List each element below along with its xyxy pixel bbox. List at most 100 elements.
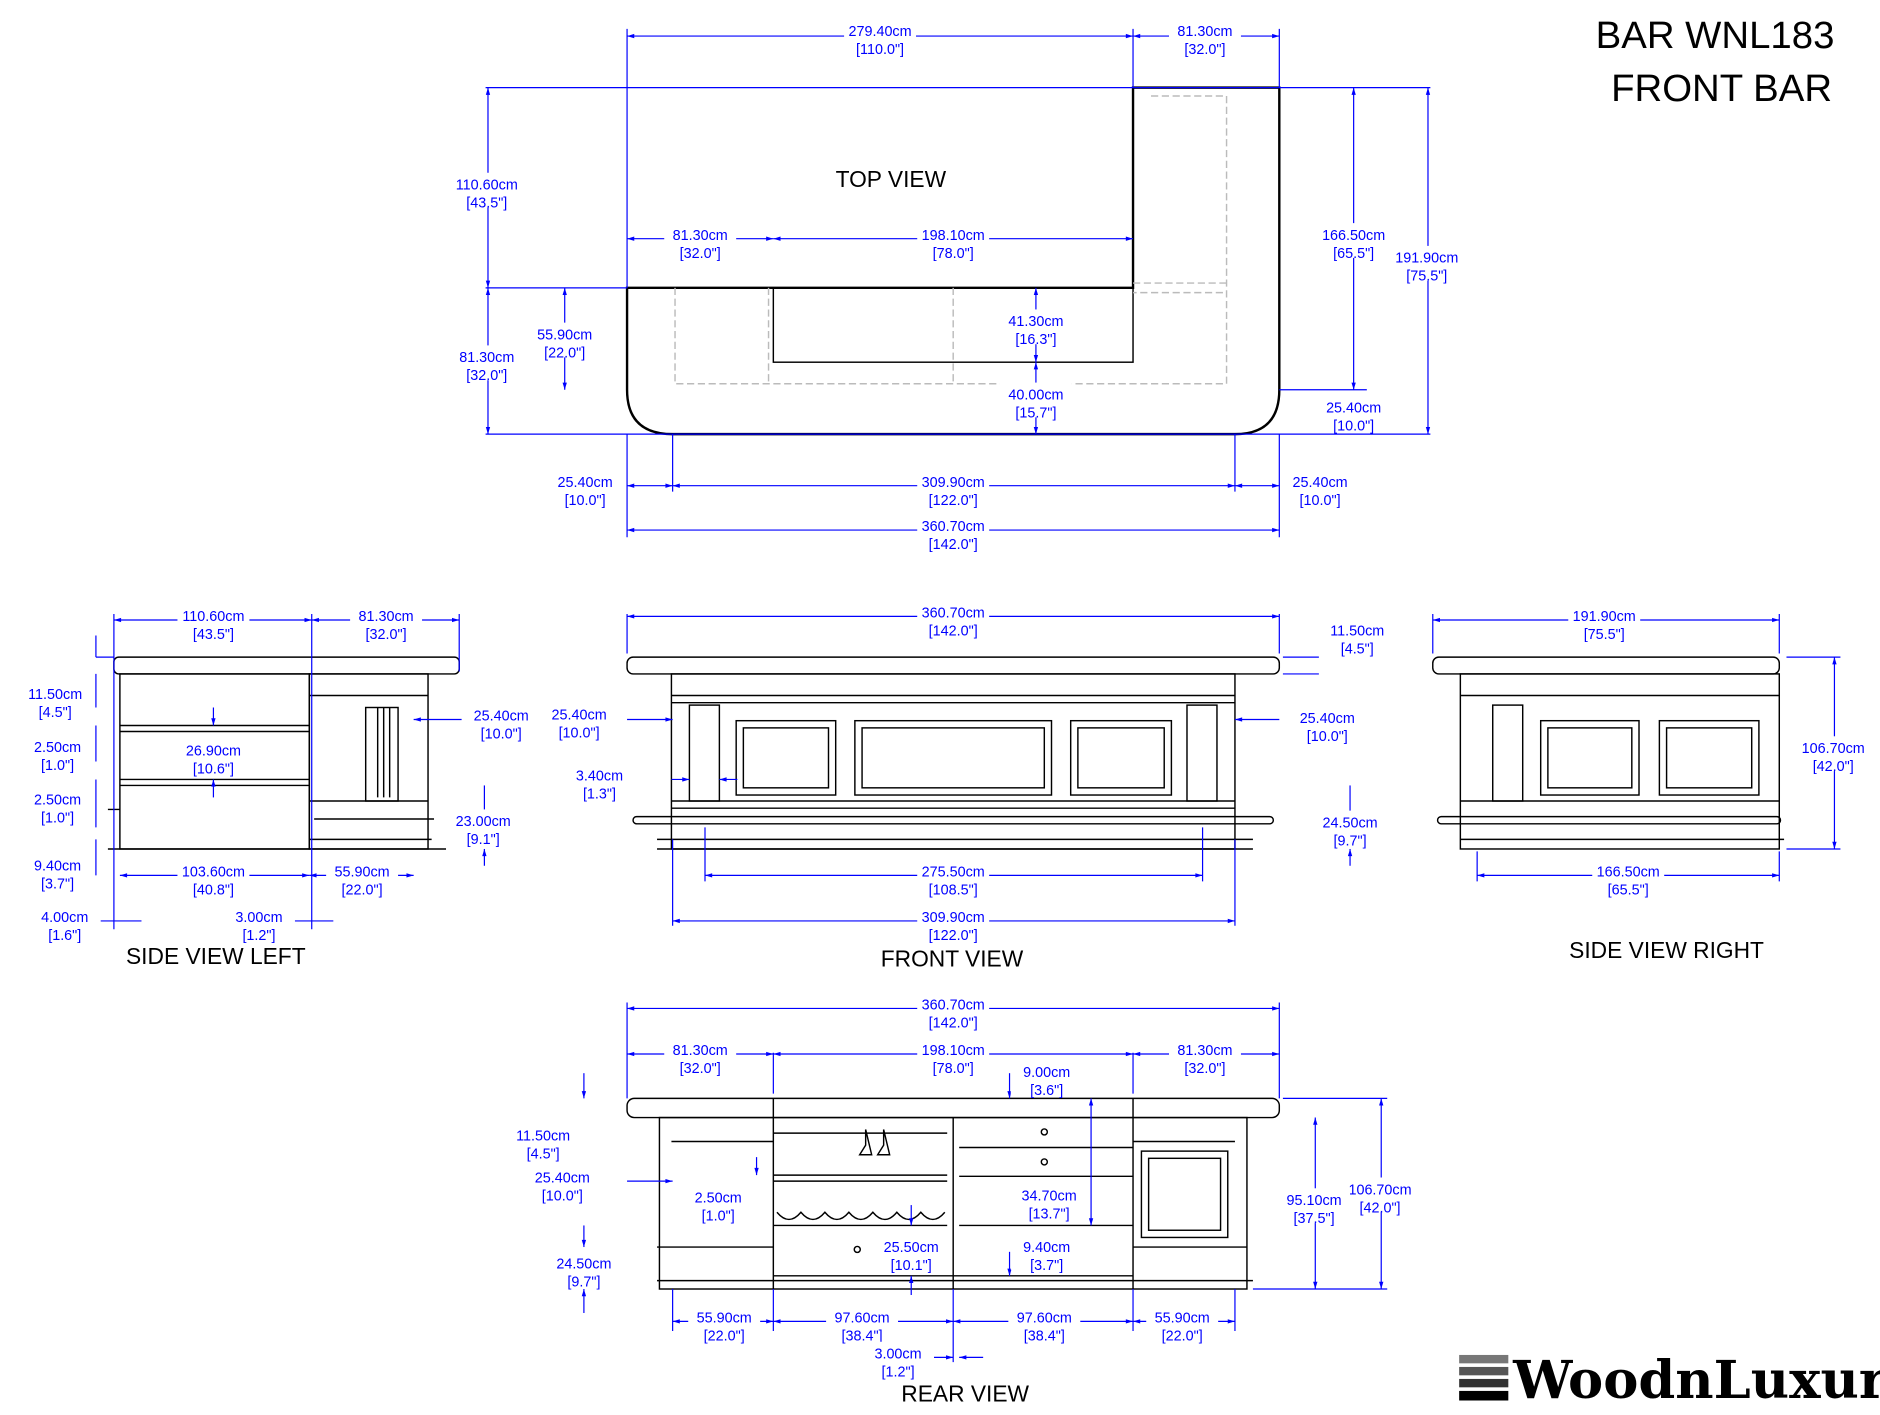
dimension-cm: 25.40cm — [558, 475, 613, 491]
dimension-label-bg — [1010, 1060, 1083, 1095]
dimension-label-bg — [917, 223, 990, 258]
dimension-inch: [122.0"] — [929, 928, 978, 944]
dimension-cm: 11.50cm — [516, 1128, 570, 1144]
dimension-inch: [22.0"] — [1162, 1329, 1203, 1345]
dimension-label-bg — [917, 905, 990, 941]
dimension-label-bg — [21, 787, 94, 823]
dimension-label-bg — [875, 1235, 948, 1270]
dimension-inch: [10.0"] — [542, 1188, 583, 1204]
dimension-inch: [9.7"] — [567, 1275, 600, 1291]
dimension-label-bg — [682, 1185, 755, 1221]
dimension-cm: 40.00cm — [1008, 387, 1063, 403]
dimension-cm: 81.30cm — [1177, 24, 1232, 40]
dimension-label-bg — [177, 738, 250, 774]
dimension-inch: [16.3"] — [1015, 332, 1056, 348]
dimension-cm: 97.60cm — [1017, 1311, 1072, 1327]
dimension-label-bg — [1317, 395, 1390, 431]
dimension-cm: 25.40cm — [1293, 475, 1348, 491]
dimension-cm: 3.00cm — [235, 910, 282, 926]
dimension-cm: 55.90cm — [697, 1311, 752, 1327]
dimension-label-bg — [1797, 736, 1870, 772]
dimension-cm: 309.90cm — [922, 910, 985, 926]
woodnluxury-logo: WoodnLuxury — [1459, 1349, 1880, 1411]
dimension-label-bg — [1008, 1305, 1081, 1341]
dimension-cm: 55.90cm — [1155, 1311, 1210, 1327]
dimension-label-bg — [1321, 618, 1394, 654]
dimension-label-bg — [1169, 1038, 1241, 1074]
logo-text: WoodnLuxury — [1512, 1349, 1880, 1411]
dimension-inch: [122.0"] — [929, 493, 978, 509]
dimension-label-bg — [917, 859, 990, 895]
dimension-label-bg — [1390, 245, 1463, 281]
dimension-inch: [43.5"] — [466, 196, 507, 212]
dimension-cm: 360.70cm — [922, 998, 985, 1014]
rear-view-label: REAR VIEW — [901, 1381, 1029, 1407]
dimension-label-bg — [21, 735, 94, 770]
dimension-label-bg — [543, 702, 616, 738]
dimension-inch: [75.5"] — [1406, 269, 1447, 285]
dimension-inch: [3.7"] — [1030, 1258, 1063, 1274]
dimension-inch: [142.0"] — [929, 624, 978, 640]
dimension-inch: [22.0"] — [342, 883, 383, 899]
dimension-inch: [1.2"] — [242, 928, 275, 944]
dimension-label-bg — [223, 905, 295, 941]
dimension-inch: [1.6"] — [48, 928, 81, 944]
drawing-title: BAR WNL183 — [1596, 14, 1835, 57]
dimension-inch: [142.0"] — [929, 1016, 978, 1032]
dimension-cm: 25.50cm — [884, 1240, 939, 1256]
dimension-label-bg — [1291, 706, 1364, 742]
dimension-label-bg — [917, 514, 990, 550]
dimension-inch: [32.0"] — [366, 627, 407, 643]
dimension-label-bg — [1568, 604, 1641, 640]
dimension-inch: [78.0"] — [933, 1061, 974, 1077]
dimension-label-bg — [450, 172, 523, 208]
dimension-label-bg — [350, 604, 423, 640]
dimension-label-bg — [1284, 470, 1357, 505]
dimension-label-bg — [664, 223, 737, 258]
dimension-cm: 81.30cm — [673, 1043, 728, 1059]
dimension-cm: 360.70cm — [922, 606, 985, 622]
dimension-label-bg — [21, 853, 94, 889]
dimension-inch: [65.5"] — [1333, 246, 1374, 262]
side-view-left-label: SIDE VIEW LEFT — [126, 943, 306, 969]
dimension-label-bg — [465, 703, 538, 739]
dimension-cm: 106.70cm — [1802, 741, 1865, 757]
dimension-label-bg — [1592, 859, 1665, 895]
dimension-cm: 106.70cm — [1348, 1182, 1411, 1198]
dimension-cm: 198.10cm — [922, 228, 985, 244]
dimension-inch: [3.7"] — [41, 877, 74, 893]
top-view-label: TOP VIEW — [836, 166, 947, 192]
dimension-inch: [38.4"] — [842, 1329, 883, 1345]
dimension-inch: [9.1"] — [467, 832, 500, 848]
dimension-cm: 3.00cm — [874, 1347, 921, 1363]
dimension-inch: [10.0"] — [1307, 729, 1348, 745]
dimension-label-bg — [1146, 1305, 1219, 1341]
dimension-inch: [110.0"] — [856, 42, 904, 58]
dimension-label-bg — [688, 1305, 761, 1341]
dimension-label-bg — [1010, 1235, 1083, 1270]
dimension-label-bg — [177, 604, 250, 640]
dimension-cm: 110.60cm — [182, 609, 244, 625]
dimension-cm: 2.50cm — [34, 793, 81, 809]
dimension-cm: 279.40cm — [848, 24, 911, 40]
dimension-cm: 2.50cm — [34, 740, 81, 756]
dimension-label-bg — [547, 1251, 620, 1287]
dimension-cm: 81.30cm — [459, 350, 514, 366]
dimension-label-bg — [450, 345, 523, 381]
dimension-label-bg — [999, 309, 1072, 345]
dimension-cm: 97.60cm — [834, 1311, 889, 1327]
dimension-cm: 309.90cm — [922, 475, 985, 491]
dimension-cm: 275.50cm — [922, 865, 985, 881]
dimension-inch: [9.7"] — [1334, 833, 1367, 849]
dimension-inch: [78.0"] — [933, 246, 974, 262]
dimension-cm: 41.30cm — [1008, 314, 1063, 330]
dimension-inch: [37.5"] — [1294, 1211, 1335, 1227]
dimension-cm: 9.00cm — [1023, 1065, 1070, 1081]
dimension-cm: 55.90cm — [335, 865, 390, 881]
dimension-inch: [10.0"] — [1300, 493, 1341, 509]
dimension-cm: 23.00cm — [456, 814, 511, 830]
dimension-label-bg — [844, 19, 917, 55]
dimension-cm: 191.90cm — [1573, 609, 1636, 625]
dimension-label-bg — [1317, 223, 1390, 258]
